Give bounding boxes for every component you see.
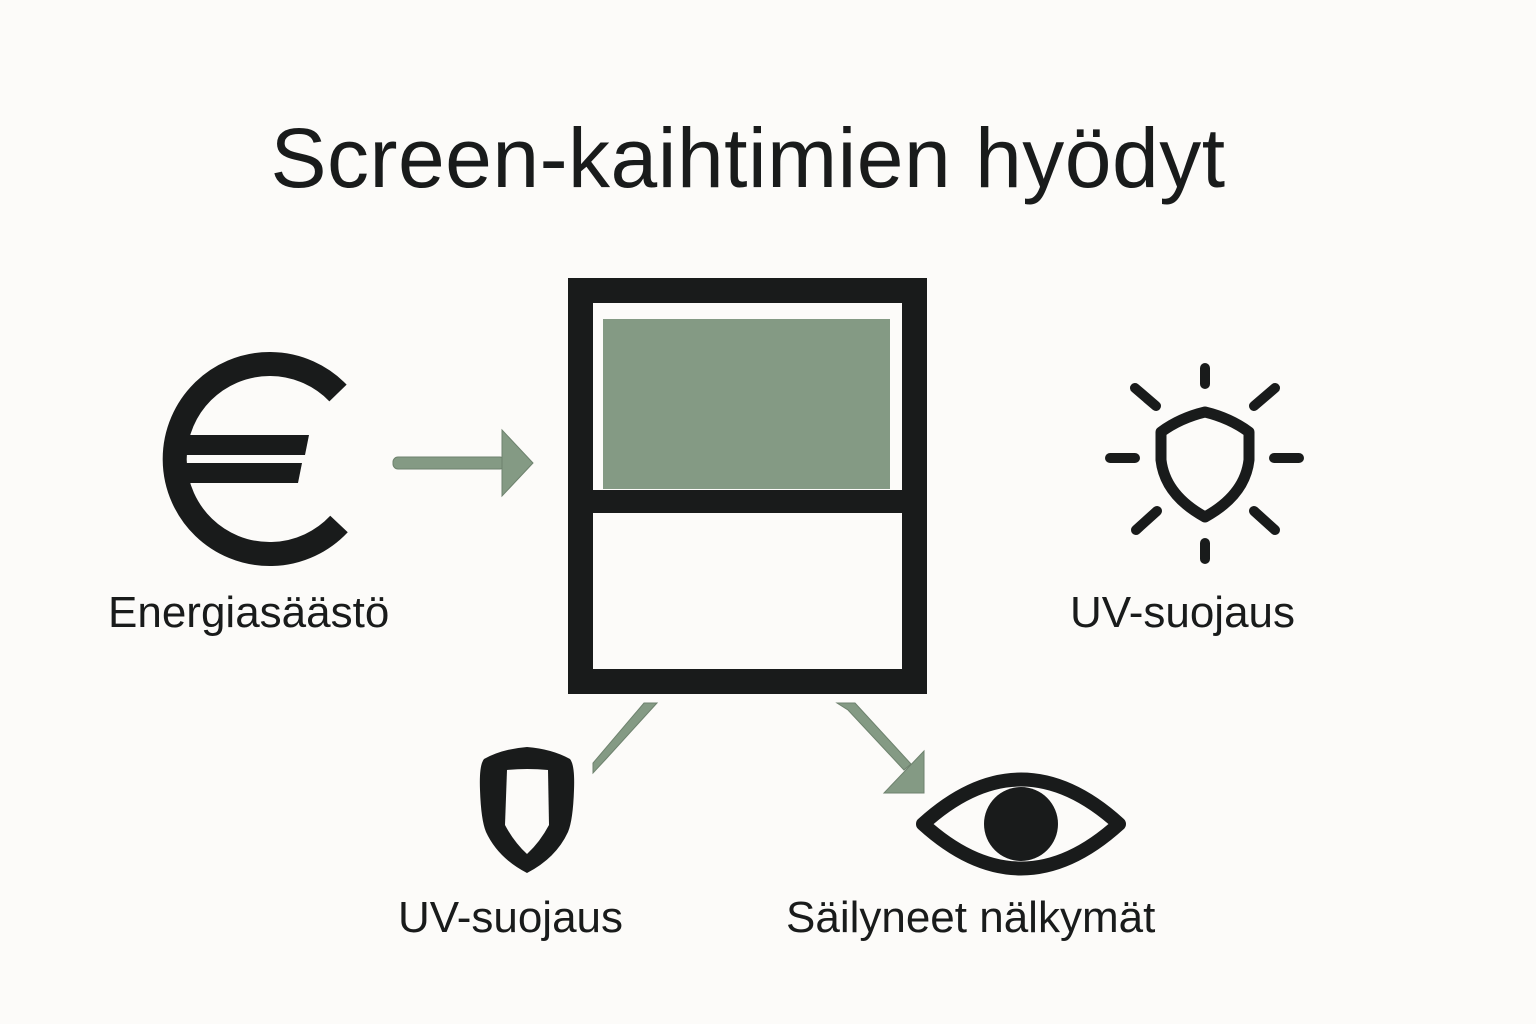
arrow-right-icon — [392, 428, 534, 498]
euro-icon — [162, 352, 348, 566]
eye-icon — [916, 772, 1126, 876]
window-with-screen-blind-icon — [568, 278, 927, 694]
benefit-label-views: Säilyneet nälkymät — [786, 893, 1156, 942]
diagram-title: Screen-kaihtimien hyödyt — [270, 111, 1226, 205]
benefit-label-energy: Energiasäästö — [108, 588, 390, 637]
benefit-label-uv-bottom: UV-suojaus — [398, 893, 624, 942]
sun-shield-icon — [1105, 363, 1304, 564]
arrow-down-right-icon — [835, 702, 925, 794]
shield-icon — [479, 747, 575, 873]
benefit-label-uv-top: UV-suojaus — [1070, 588, 1296, 637]
line-connector — [592, 702, 659, 775]
screen-blind — [603, 319, 890, 489]
